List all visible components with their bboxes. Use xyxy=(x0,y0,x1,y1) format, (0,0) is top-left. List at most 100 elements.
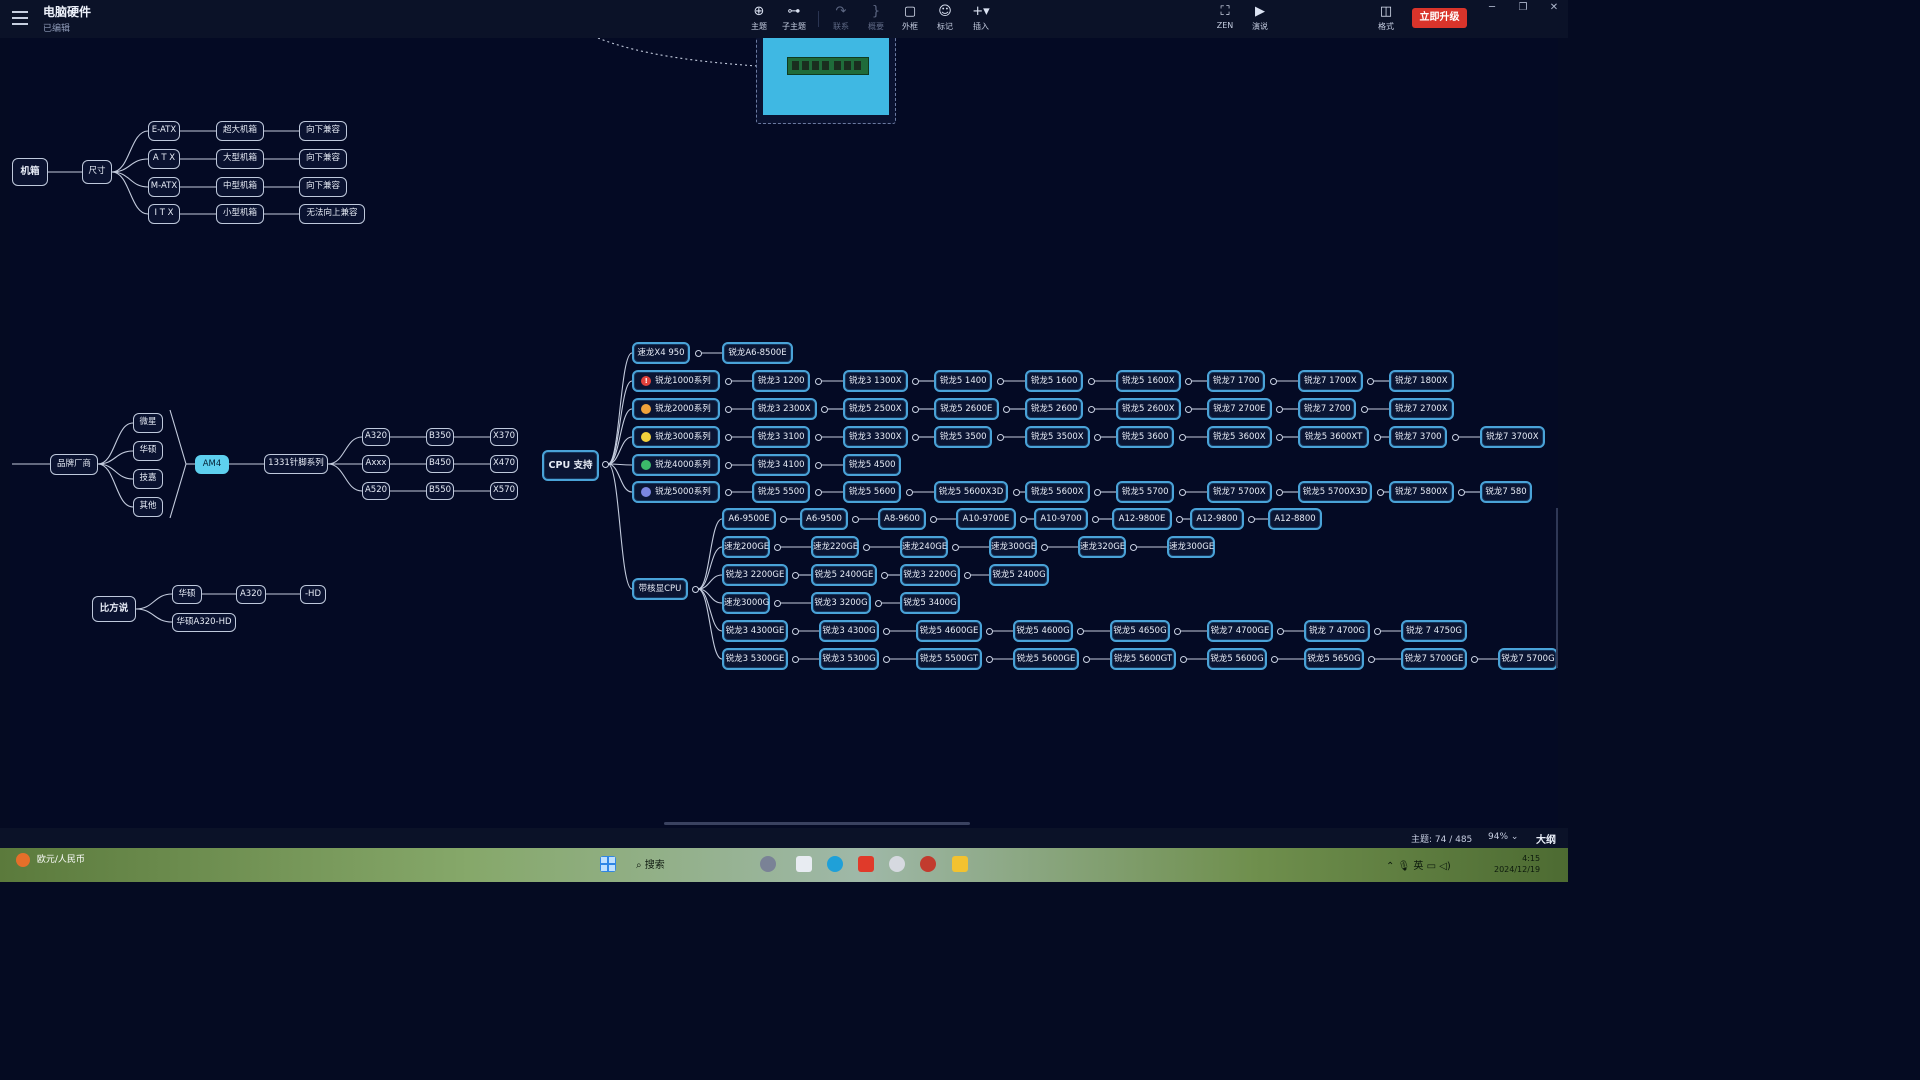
topic-apu-model[interactable]: 锐龙5 4600GE xyxy=(916,620,982,642)
collapse-toggle[interactable] xyxy=(814,488,822,496)
collapse-toggle[interactable] xyxy=(929,515,937,523)
topic-cpu-series[interactable]: 锐龙5000系列 xyxy=(632,481,720,503)
topic-cpu-model[interactable]: 锐龙3 4100 xyxy=(752,454,811,476)
topic-chassis-item[interactable]: 向下兼容 xyxy=(299,121,347,141)
topic-cpu-model[interactable]: 锐龙5 5600X xyxy=(1025,481,1090,503)
vertical-scrollbar[interactable] xyxy=(1556,508,1558,668)
collapse-toggle[interactable] xyxy=(1087,405,1095,413)
collapse-toggle[interactable] xyxy=(1270,655,1278,663)
start-button[interactable] xyxy=(600,856,616,872)
insert-button[interactable]: +▾ 插入 xyxy=(961,4,1001,32)
topic-cpu-model[interactable]: 锐龙5 3500X xyxy=(1025,426,1090,448)
topic-cpu-model[interactable]: 锐龙7 2700E xyxy=(1207,398,1272,420)
edge-browser-icon[interactable] xyxy=(827,856,843,872)
topic-apu-model[interactable]: 锐龙 7 4750G xyxy=(1401,620,1467,642)
topic-cpu-model[interactable]: 锐龙3 3100 xyxy=(752,426,811,448)
topic-chassis-item[interactable]: E-ATX xyxy=(148,121,180,141)
topic-chassis[interactable]: 机箱 xyxy=(12,158,48,186)
topic-chipset[interactable]: Axxx xyxy=(362,455,390,473)
collapse-toggle[interactable] xyxy=(724,461,732,469)
collapse-toggle[interactable] xyxy=(1175,515,1183,523)
topic-chassis-item[interactable]: M-ATX xyxy=(148,177,180,197)
topic-cpu-model[interactable]: 锐龙5 1400 xyxy=(934,370,993,392)
topic-cpu-model[interactable]: 锐龙5 3600XT xyxy=(1298,426,1369,448)
topic-size[interactable]: 尺寸 xyxy=(82,160,112,184)
topic-apu-model[interactable]: A6-9500 xyxy=(800,508,848,530)
topic-chipset[interactable]: X370 xyxy=(490,428,518,446)
horizontal-scrollbar[interactable] xyxy=(664,822,970,825)
collapse-toggle[interactable] xyxy=(1470,655,1478,663)
topic-chassis-item[interactable]: 向下兼容 xyxy=(299,177,347,197)
topic-cpu-model[interactable]: 锐龙5 5500 xyxy=(752,481,811,503)
topic-chassis-item[interactable]: 大型机箱 xyxy=(216,149,264,169)
collapse-toggle[interactable] xyxy=(1173,627,1181,635)
topic-chassis-item[interactable]: I T X xyxy=(148,204,180,224)
topic-cpu-model[interactable]: 锐龙5 2600X xyxy=(1116,398,1181,420)
topic-apu-model[interactable]: A10-9700E xyxy=(956,508,1016,530)
collapse-toggle[interactable] xyxy=(791,571,799,579)
collapse-toggle[interactable] xyxy=(880,571,888,579)
collapse-toggle[interactable] xyxy=(1129,543,1137,551)
topic-chassis-item[interactable]: 超大机箱 xyxy=(216,121,264,141)
collapse-toggle[interactable] xyxy=(814,461,822,469)
collapse-toggle[interactable] xyxy=(1360,405,1368,413)
collapse-toggle[interactable] xyxy=(724,377,732,385)
collapse-toggle[interactable] xyxy=(1185,377,1193,385)
topic-cpu-model[interactable]: 锐龙7 2700X xyxy=(1389,398,1454,420)
currency-widget[interactable]: 欧元/人民币 xyxy=(16,852,85,867)
topic-apu-model[interactable]: 锐龙3 4300GE xyxy=(722,620,788,642)
topic-chassis-item[interactable]: 向下兼容 xyxy=(299,149,347,169)
collapse-toggle[interactable] xyxy=(694,349,702,357)
chat-app-icon[interactable] xyxy=(889,856,905,872)
explorer-icon[interactable] xyxy=(796,856,812,872)
topic-cpu-model[interactable]: 锐龙7 5800X xyxy=(1389,481,1454,503)
collapse-toggle[interactable] xyxy=(912,405,920,413)
topic-cpu-model[interactable]: 锐龙5 4500 xyxy=(843,454,902,476)
restore-icon[interactable]: ❐ xyxy=(1518,2,1528,13)
topic-apu-model[interactable]: 锐龙3 3200G xyxy=(811,592,871,614)
collapse-toggle[interactable] xyxy=(1276,488,1284,496)
collapse-toggle[interactable] xyxy=(1094,433,1102,441)
topic-apu-model[interactable]: 锐龙5 5500GT xyxy=(916,648,982,670)
topic-apu-model[interactable]: 锐龙5 4600G xyxy=(1013,620,1073,642)
topic-cpu-support[interactable]: CPU 支持 xyxy=(542,450,599,481)
topic-cpu-model[interactable]: 锐龙5 2600E xyxy=(934,398,999,420)
collapse-toggle[interactable] xyxy=(1247,515,1255,523)
topic-cpu-model[interactable]: 锐龙7 1700 xyxy=(1207,370,1266,392)
collapse-toggle[interactable] xyxy=(1458,488,1466,496)
collapse-toggle[interactable] xyxy=(1367,377,1375,385)
collapse-toggle[interactable] xyxy=(814,377,822,385)
topic-apu-model[interactable]: 锐龙3 5300GE xyxy=(722,648,788,670)
xmind-app-icon[interactable] xyxy=(858,856,874,872)
collapse-toggle[interactable] xyxy=(601,460,609,468)
collapse-toggle[interactable] xyxy=(1373,433,1381,441)
topic-apu-model[interactable]: 锐龙7 4700GE xyxy=(1207,620,1273,642)
topic-apu-model[interactable]: 锐龙5 2400G xyxy=(989,564,1049,586)
topic-cpu-model[interactable]: 锐龙7 3700 xyxy=(1389,426,1448,448)
app-icon[interactable] xyxy=(760,856,776,872)
topic-apu-model[interactable]: 速龙300GE xyxy=(1167,536,1215,558)
topic-apu-model[interactable]: A12-9800E xyxy=(1112,508,1172,530)
collapse-toggle[interactable] xyxy=(882,627,890,635)
topic-apu-model[interactable]: 速龙240GE xyxy=(900,536,948,558)
topic-chassis-item[interactable]: A T X xyxy=(148,149,180,169)
collapse-toggle[interactable] xyxy=(1367,655,1375,663)
collapse-toggle[interactable] xyxy=(1269,377,1277,385)
topic-chipset[interactable]: B450 xyxy=(426,455,454,473)
topic-cpu-model[interactable]: 锐龙7 1700X xyxy=(1298,370,1363,392)
collapse-toggle[interactable] xyxy=(951,543,959,551)
topic-apu-model[interactable]: 锐龙3 2200G xyxy=(900,564,960,586)
topic-cpu-model[interactable]: 锐龙3 1300X xyxy=(843,370,908,392)
clock[interactable]: 4:15 2024/12/19 xyxy=(1494,854,1541,874)
collapse-toggle[interactable] xyxy=(1276,627,1284,635)
collapse-toggle[interactable] xyxy=(1178,433,1186,441)
collapse-toggle[interactable] xyxy=(724,433,732,441)
topic-cpu-model[interactable]: 锐龙5 3500 xyxy=(934,426,993,448)
topic-cpu-series[interactable]: 速龙X4 950 xyxy=(632,342,690,364)
topic-apu-model[interactable]: 速龙200GE xyxy=(722,536,770,558)
topic-apu-model[interactable]: A8-9600 xyxy=(878,508,926,530)
collapse-toggle[interactable] xyxy=(691,585,699,593)
menu-icon[interactable] xyxy=(12,11,28,25)
collapse-toggle[interactable] xyxy=(996,377,1004,385)
